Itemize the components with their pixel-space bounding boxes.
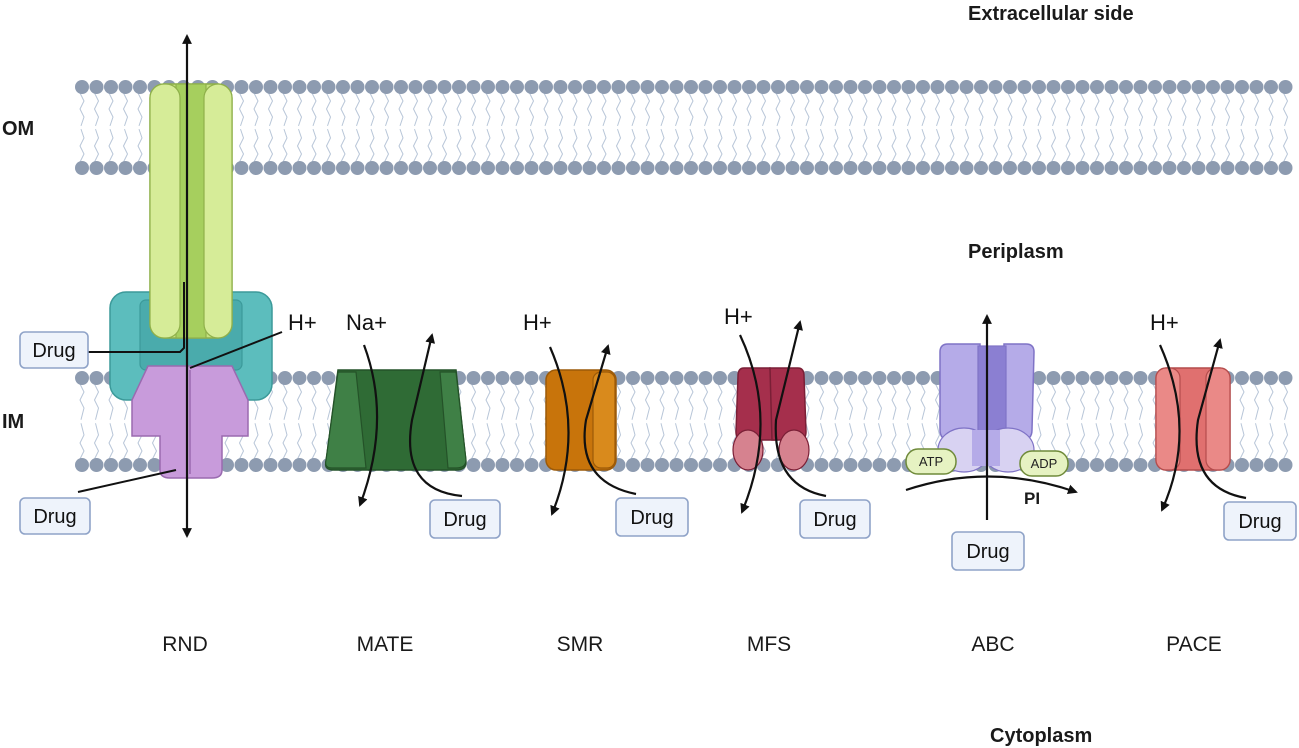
- atp-label: ATP: [919, 454, 943, 469]
- inner-membrane-label: IM: [2, 411, 24, 433]
- mate-transporter: [324, 333, 467, 507]
- drug-label: Drug: [813, 509, 856, 531]
- drug-box-rnd-top: Drug: [19, 331, 89, 369]
- drug-box-rnd-bottom: Drug: [19, 497, 91, 535]
- family-label-abc: ABC: [971, 633, 1014, 656]
- abc-tmd-right: [1001, 343, 1035, 441]
- rnd-ion-label: H+: [288, 310, 317, 335]
- abc-transporter: [905, 314, 1078, 520]
- drug-box-pace: Drug: [1223, 501, 1297, 541]
- drug-label: Drug: [1238, 511, 1281, 533]
- drug-label: Drug: [966, 541, 1009, 563]
- drug-label: Drug: [32, 340, 75, 362]
- drug-label: Drug: [443, 509, 486, 531]
- pace-transporter: [1155, 338, 1247, 512]
- family-label-mfs: MFS: [747, 633, 791, 656]
- mfs-ion-label: H+: [724, 304, 753, 329]
- family-label-smr: SMR: [557, 633, 604, 656]
- rnd-transporter: [77, 34, 283, 538]
- pi-label: PI: [1024, 489, 1040, 508]
- drug-label: Drug: [33, 506, 76, 528]
- drug-box-smr: Drug: [615, 497, 689, 537]
- extracellular-label: Extracellular side: [968, 3, 1134, 25]
- smr-transporter: [545, 344, 637, 516]
- family-label-rnd: RND: [162, 633, 208, 656]
- atp-pill: [905, 448, 957, 475]
- smr-ion-label: H+: [523, 310, 552, 335]
- adp-label: ADP: [1031, 456, 1058, 471]
- pace-ion-label: H+: [1150, 310, 1179, 335]
- drug-box-abc: Drug: [951, 531, 1025, 571]
- family-label-mate: MATE: [357, 633, 414, 656]
- adp-pill: [1019, 450, 1069, 477]
- drug-label: Drug: [630, 507, 673, 529]
- outer-membrane-label: OM: [2, 118, 34, 140]
- drug-box-mate: Drug: [429, 499, 501, 539]
- outer-membrane: [75, 80, 1293, 175]
- abc-tmd-left: [939, 343, 983, 441]
- mate-ion-label: Na+: [346, 310, 387, 335]
- mfs-transporter: [732, 320, 827, 514]
- cytoplasm-label: Cytoplasm: [990, 725, 1092, 747]
- family-label-pace: PACE: [1166, 633, 1222, 656]
- drug-box-mfs: Drug: [799, 499, 871, 539]
- periplasm-label: Periplasm: [968, 241, 1064, 263]
